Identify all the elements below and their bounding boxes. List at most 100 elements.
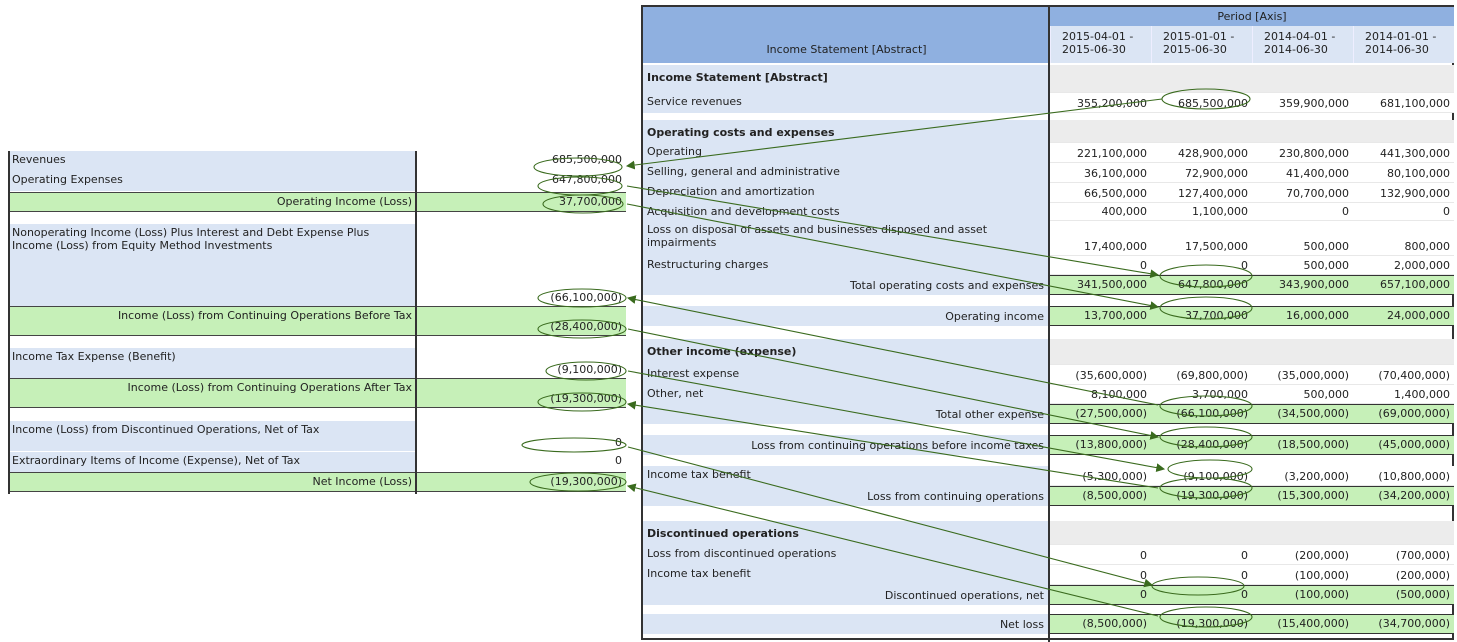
summary-row: Nonoperating Income (Loss) Plus Interest… (8, 224, 626, 306)
value-cell: 0 (1050, 256, 1151, 275)
summary-row: Operating Expenses 647,800,000 (8, 171, 626, 191)
value-cell: 0 (1050, 585, 1151, 605)
value-cell: 72,900,000 (1151, 163, 1252, 183)
value-cell: (8,500,000) (1050, 486, 1151, 506)
value-cell: 80,100,000 (1353, 163, 1454, 183)
value-cell: (9,100,000) (1151, 466, 1252, 486)
column-header: 2014-01-01 - 2014-06-30 (1353, 26, 1454, 63)
row-label: Operating Income (Loss) (8, 193, 416, 211)
value-cell: 0 (1151, 585, 1252, 605)
row-label: Other income (expense) (643, 339, 1048, 365)
value-cell: 221,100,000 (1050, 143, 1151, 163)
row-label: Interest expense (643, 365, 1048, 385)
value-cell: 359,900,000 (1252, 93, 1353, 113)
value-cell: 70,700,000 (1252, 183, 1353, 203)
row-label: Operating (643, 143, 1048, 163)
value-cell: 1,400,000 (1353, 385, 1454, 404)
value-cell: 0 (1151, 565, 1252, 585)
value-cell: 2,000,000 (1353, 256, 1454, 275)
row-label: Income tax benefit (643, 466, 1048, 486)
value-cell: (35,000,000) (1252, 365, 1353, 385)
table-header-label: Income Statement [Abstract] (643, 7, 1050, 63)
row-label: Depreciation and amortization (643, 183, 1048, 203)
value-cell: 0 (1151, 545, 1252, 565)
value-cell (1353, 339, 1454, 365)
row-label: Operating Expenses (8, 171, 416, 191)
row-value: (9,100,000) (416, 348, 626, 378)
value-cell: (15,400,000) (1252, 614, 1353, 634)
row-label: Acquisition and development costs (643, 203, 1048, 221)
value-cell (1050, 120, 1151, 143)
value-cell: 16,000,000 (1252, 306, 1353, 326)
summary-row: Extraordinary Items of Income (Expense),… (8, 452, 626, 472)
row-label: Loss on disposal of assets and businesse… (643, 221, 1048, 256)
value-cell (1353, 65, 1454, 93)
value-cell: (13,800,000) (1050, 435, 1151, 455)
summary-total-row: Income (Loss) from Continuing Operations… (8, 306, 626, 336)
row-label: Operating costs and expenses (643, 120, 1048, 143)
value-cell: 657,100,000 (1353, 275, 1454, 295)
column-header: 2014-04-01 - 2014-06-30 (1252, 26, 1353, 63)
row-label: Loss from continuing operations (643, 486, 1048, 506)
value-cell (1151, 120, 1252, 143)
summary-row: Revenues 685,500,000 (8, 151, 626, 171)
value-cell (1151, 65, 1252, 93)
row-label: Service revenues (643, 93, 1048, 113)
value-cell (1252, 65, 1353, 93)
row-label: Loss from continuing operations before i… (643, 435, 1048, 455)
value-cell: 17,400,000 (1050, 221, 1151, 256)
value-cell: (69,800,000) (1151, 365, 1252, 385)
value-cell: (18,500,000) (1252, 435, 1353, 455)
row-label: Income (Loss) from Continuing Operations… (8, 379, 416, 407)
value-cell: (34,500,000) (1252, 404, 1353, 424)
row-label: Income Tax Expense (Benefit) (8, 348, 416, 378)
summary-total-row: Income (Loss) from Continuing Operations… (8, 378, 626, 408)
value-cell (1252, 339, 1353, 365)
value-cell: 36,100,000 (1050, 163, 1151, 183)
value-cell: (15,300,000) (1252, 486, 1353, 506)
row-label: Income tax benefit (643, 565, 1048, 585)
summary-row: Income Tax Expense (Benefit) (9,100,000) (8, 348, 626, 378)
value-cell: 800,000 (1353, 221, 1454, 256)
summary-row: Income (Loss) from Discontinued Operatio… (8, 421, 626, 451)
value-cell (1050, 521, 1151, 545)
value-cell: 400,000 (1050, 203, 1151, 221)
row-label: Extraordinary Items of Income (Expense),… (8, 452, 416, 472)
value-cell: (69,000,000) (1353, 404, 1454, 424)
row-value: 0 (416, 452, 626, 472)
value-cell (1050, 65, 1151, 93)
value-cell (1252, 120, 1353, 143)
row-value: (66,100,000) (416, 224, 626, 306)
value-cell: 132,900,000 (1353, 183, 1454, 203)
row-label: Discontinued operations (643, 521, 1048, 545)
row-label: Restructuring charges (643, 256, 1048, 275)
value-cell: 41,400,000 (1252, 163, 1353, 183)
value-cell: (200,000) (1252, 545, 1353, 565)
row-label: Loss from discontinued operations (643, 545, 1048, 565)
value-cell: 647,800,000 (1151, 275, 1252, 295)
value-cell: (100,000) (1252, 585, 1353, 605)
row-label: Revenues (8, 151, 416, 171)
row-value: (19,300,000) (416, 473, 626, 491)
table-divider (415, 151, 417, 494)
row-label: Income (Loss) from Continuing Operations… (8, 307, 416, 335)
value-cell: 681,100,000 (1353, 93, 1454, 113)
value-cell: (100,000) (1252, 565, 1353, 585)
column-header: 2015-01-01 - 2015-06-30 (1151, 26, 1252, 63)
value-cell (1252, 521, 1353, 545)
value-cell: 0 (1050, 545, 1151, 565)
value-cell: (34,700,000) (1353, 614, 1454, 634)
income-statement-table: Income Statement [Abstract] Period [Axis… (641, 5, 1454, 642)
value-cell: (66,100,000) (1151, 404, 1252, 424)
value-cell (1151, 339, 1252, 365)
value-cell: 500,000 (1252, 385, 1353, 404)
value-cell: 355,200,000 (1050, 93, 1151, 113)
value-cell (1353, 120, 1454, 143)
row-label: Net Income (Loss) (8, 473, 416, 491)
row-value: 37,700,000 (416, 193, 626, 211)
value-cell: (45,000,000) (1353, 435, 1454, 455)
value-cell: 8,100,000 (1050, 385, 1151, 404)
value-cell: (200,000) (1353, 565, 1454, 585)
value-cell: 24,000,000 (1353, 306, 1454, 326)
value-cell: 0 (1151, 256, 1252, 275)
